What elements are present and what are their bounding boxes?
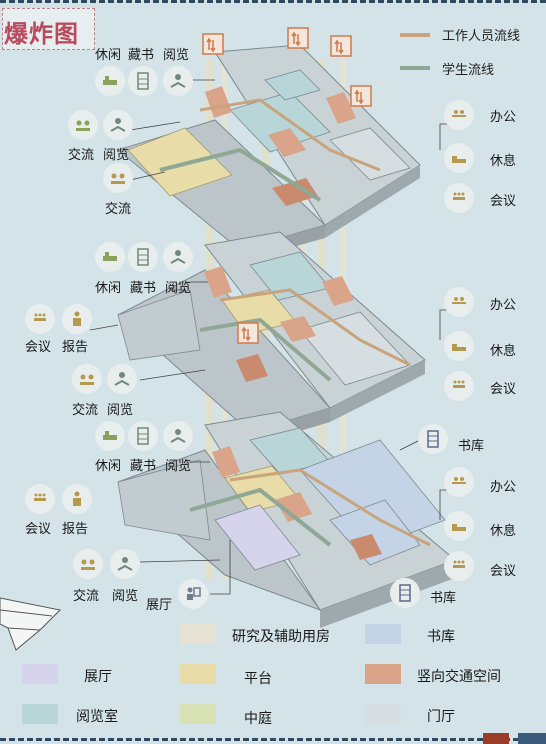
legend-label-exhibition: 展厅 <box>84 669 112 685</box>
legend-label-stack: 书库 <box>427 629 455 645</box>
label-bangong-top: 办公 <box>490 110 517 125</box>
legend-swatch-exhibition <box>22 664 58 684</box>
reading-icon <box>103 110 133 140</box>
rest-icon <box>444 511 474 541</box>
top-floor <box>116 44 421 262</box>
label-xiuxian-bottom: 休闲 <box>95 459 122 474</box>
staff-flow-swatch <box>400 33 430 37</box>
exchange-icon <box>103 163 133 193</box>
label-bangong-bottom: 办公 <box>490 480 517 495</box>
label-xiuxi-top: 休息 <box>490 154 517 169</box>
bottom-floor <box>117 411 456 628</box>
page-title: 爆炸图 <box>4 20 79 48</box>
leisure-icon <box>95 66 125 96</box>
leisure-icon <box>95 242 125 272</box>
label-jiaoliu-top: 交流 <box>68 148 95 163</box>
legend-label-atrium: 中庭 <box>244 711 272 727</box>
staff-flow-label: 工作人员流线 <box>442 29 521 44</box>
label-huiyi-bottom-right: 会议 <box>490 564 517 579</box>
label-huiyi-mid: 会议 <box>25 340 52 355</box>
exchange-icon <box>68 110 98 140</box>
label-jiaoliu-mid: 交流 <box>72 403 99 418</box>
label-xiuxi-mid: 休息 <box>490 344 517 359</box>
office-icon <box>444 467 474 497</box>
legend-label-platform: 平台 <box>244 671 272 687</box>
label-huiyi-top: 会议 <box>490 194 517 209</box>
label-cangshu-top: 藏书 <box>128 48 155 63</box>
label-yuelan-top: 阅览 <box>163 48 190 63</box>
legend-label-lobby: 门厅 <box>427 709 455 725</box>
label-cangshu-mid: 藏书 <box>130 281 157 296</box>
leisure-icon <box>95 421 125 451</box>
bookshelf-icon <box>128 66 158 96</box>
reading-icon <box>107 364 137 394</box>
meeting-icon <box>25 484 55 514</box>
legend-swatch-platform <box>180 664 216 684</box>
meeting-icon <box>444 551 474 581</box>
exchange-icon <box>73 549 103 579</box>
label-yuelan-mid: 阅览 <box>165 281 192 296</box>
label-shuku-upper: 书库 <box>458 439 485 454</box>
label-yuelan-mid-2: 阅览 <box>107 403 134 418</box>
legend-label-circulation: 竖向交通空间 <box>417 669 501 685</box>
meeting-icon <box>444 371 474 401</box>
vertical-circulation-symbols <box>202 27 372 344</box>
title-box <box>2 8 95 50</box>
stack-room-icon <box>418 424 448 454</box>
label-shuku-lower: 书库 <box>430 591 457 606</box>
meeting-icon <box>25 304 55 334</box>
reading-icon <box>163 66 193 96</box>
label-jiaoliu-top-2: 交流 <box>105 202 132 217</box>
meeting-icon <box>444 183 474 213</box>
legend-swatch-reading <box>22 704 58 724</box>
bookshelf-icon <box>128 421 158 451</box>
rest-icon <box>444 143 474 173</box>
student-flow-label: 学生流线 <box>442 63 495 78</box>
legend-swatch-circulation <box>365 664 401 684</box>
student-flow-swatch <box>400 66 430 70</box>
lecture-icon <box>62 484 92 514</box>
paper-plane-sketch <box>0 597 62 651</box>
label-huiyi-bottom: 会议 <box>25 522 52 537</box>
reading-icon <box>110 549 140 579</box>
label-jiaoliu-bottom: 交流 <box>73 589 100 604</box>
exhibition-icon <box>178 579 208 609</box>
legend-label-research: 研究及辅助用房 <box>232 629 330 645</box>
label-cangshu-bottom: 藏书 <box>130 459 157 474</box>
rest-icon <box>444 331 474 361</box>
corner-decoration-blue <box>518 733 546 744</box>
legend-swatch-atrium <box>180 704 216 724</box>
label-baogao-bottom: 报告 <box>62 522 89 537</box>
legend-swatch-research <box>180 624 216 644</box>
office-icon <box>444 100 474 130</box>
reading-icon <box>163 421 193 451</box>
lecture-icon <box>62 304 92 334</box>
label-baogao-mid: 报告 <box>62 340 89 355</box>
label-yuelan-top-2: 阅览 <box>103 148 130 163</box>
label-yuelan-bottom: 阅览 <box>165 459 192 474</box>
bookshelf-icon <box>128 242 158 272</box>
corner-decoration-red <box>483 733 509 744</box>
reading-icon <box>163 242 193 272</box>
label-zhanting-bottom: 展厅 <box>146 598 173 613</box>
frame-top-border <box>0 0 546 3</box>
stack-room-icon <box>390 578 420 608</box>
label-bangong-mid: 办公 <box>490 298 517 313</box>
label-xiuxian-top: 休闲 <box>95 48 122 63</box>
legend-swatch-stack <box>365 624 401 644</box>
exchange-icon <box>72 364 102 394</box>
frame-bottom-border <box>0 738 546 741</box>
label-yuelan-bottom-2: 阅览 <box>112 589 139 604</box>
label-xiuxian-mid: 休闲 <box>95 281 122 296</box>
label-xiuxi-bottom: 休息 <box>490 524 517 539</box>
legend-label-reading: 阅览室 <box>76 709 118 725</box>
legend-swatch-lobby <box>365 704 401 724</box>
office-icon <box>444 287 474 317</box>
label-huiyi-mid-right: 会议 <box>490 382 517 397</box>
